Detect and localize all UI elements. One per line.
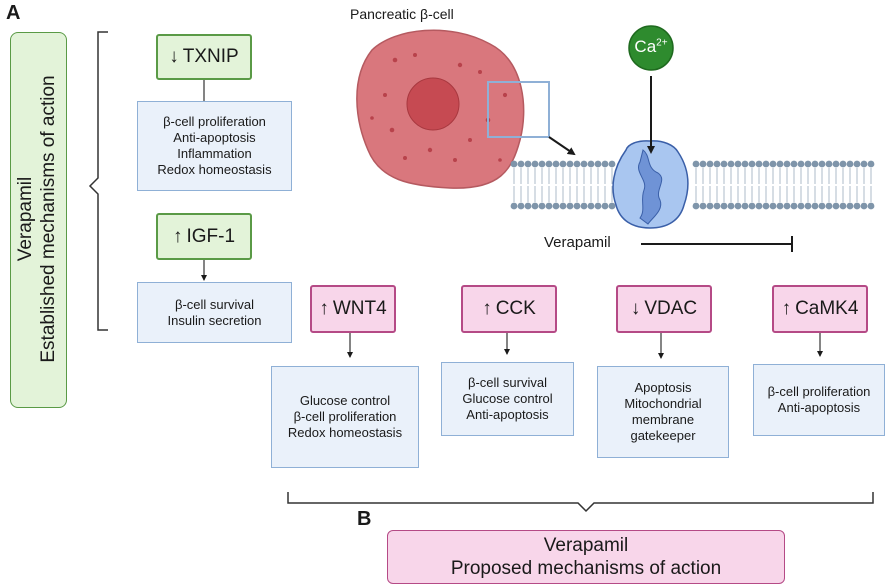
membrane-tails <box>513 168 872 202</box>
wnt4-effect: Redox homeostasis <box>287 425 403 440</box>
vdac-effect: gatekeeper <box>630 428 696 443</box>
vdac-effect: Apoptosis <box>634 380 692 395</box>
vdac-effect: Mitochondrial <box>624 396 702 411</box>
established-label-box <box>10 32 67 408</box>
cck-effect: Anti-apoptosis <box>466 407 549 422</box>
cck-effect: β-cell survival <box>468 375 547 390</box>
proposed-title-line2: Proposed mechanisms of action <box>450 558 722 579</box>
txnip-effects: β-cell proliferation Anti-apoptosis Infl… <box>137 101 292 191</box>
nucleus <box>406 77 460 131</box>
channel-pore <box>638 149 663 225</box>
igf1-arrow-icon: ↑ <box>172 225 183 247</box>
vdac-arrow-icon: ↓ <box>630 298 641 319</box>
cck-arrow-icon: ↑ <box>482 298 492 319</box>
membrane-heads-top <box>510 160 875 168</box>
proposed-label-box: Verapamil Proposed mechanisms of action <box>387 530 785 584</box>
wnt4-label: WNT4 <box>332 298 387 319</box>
calcium-charge: 2+ <box>656 37 668 49</box>
cck-effect: Glucose control <box>462 391 553 406</box>
txnip-effect: Inflammation <box>177 146 252 161</box>
cell-granules <box>370 53 508 162</box>
vdac-effect: membrane <box>631 412 695 427</box>
igf1-effect: Insulin secretion <box>167 312 262 328</box>
igf1-effect: β-cell survival <box>175 296 254 312</box>
proposed-bracket <box>287 492 874 513</box>
camk4-box: ↑ CaMK4 <box>772 285 868 333</box>
cck-label: CCK <box>495 298 536 319</box>
calcium-ion <box>628 25 674 71</box>
calcium-label: Ca2+ <box>632 37 670 57</box>
txnip-box: ↓ TXNIP <box>156 34 252 80</box>
panel-letter-b: B <box>357 508 372 530</box>
vdac-effects: Apoptosis Mitochondrial membrane gatekee… <box>597 366 729 458</box>
wnt4-arrow-icon: ↑ <box>319 298 329 319</box>
wnt4-box: ↑ WNT4 <box>310 285 396 333</box>
txnip-label: TXNIP <box>182 46 239 67</box>
camk4-effects: β-cell proliferation Anti-apoptosis <box>753 364 885 436</box>
wnt4-effect: β-cell proliferation <box>293 409 397 424</box>
verapamil-label: Verapamil <box>544 234 611 251</box>
txnip-arrow-icon: ↓ <box>169 46 179 67</box>
txnip-effect: β-cell proliferation <box>163 114 266 129</box>
igf1-effects: β-cell survival Insulin secretion <box>137 282 292 343</box>
cell-label: Pancreatic β-cell <box>350 6 454 22</box>
txnip-effect: Anti-apoptosis <box>173 130 256 145</box>
proposed-title-line1: Verapamil <box>543 535 629 556</box>
panel-letter-a: A <box>6 2 21 24</box>
vdac-label: VDAC <box>644 298 698 319</box>
zoom-arrow <box>548 136 576 156</box>
camk4-effect: Anti-apoptosis <box>777 400 861 415</box>
camk4-label: CaMK4 <box>795 298 859 319</box>
membrane-heads-bottom <box>510 202 875 210</box>
vdac-box: ↓ VDAC <box>616 285 712 333</box>
wnt4-effects: Glucose control β-cell proliferation Red… <box>271 366 419 468</box>
cck-effects: β-cell survival Glucose control Anti-apo… <box>441 362 574 436</box>
zoom-box <box>487 81 550 138</box>
cck-box: ↑ CCK <box>461 285 557 333</box>
wnt4-effect: Glucose control <box>299 393 391 408</box>
igf1-label: IGF-1 <box>186 225 236 247</box>
camk4-effect: β-cell proliferation <box>767 384 871 399</box>
txnip-effect: Redox homeostasis <box>157 162 272 177</box>
established-bracket <box>88 31 108 331</box>
camk4-arrow-icon: ↑ <box>781 298 792 319</box>
calcium-symbol: Ca <box>634 37 657 56</box>
igf1-box: ↑ IGF-1 <box>156 213 252 260</box>
